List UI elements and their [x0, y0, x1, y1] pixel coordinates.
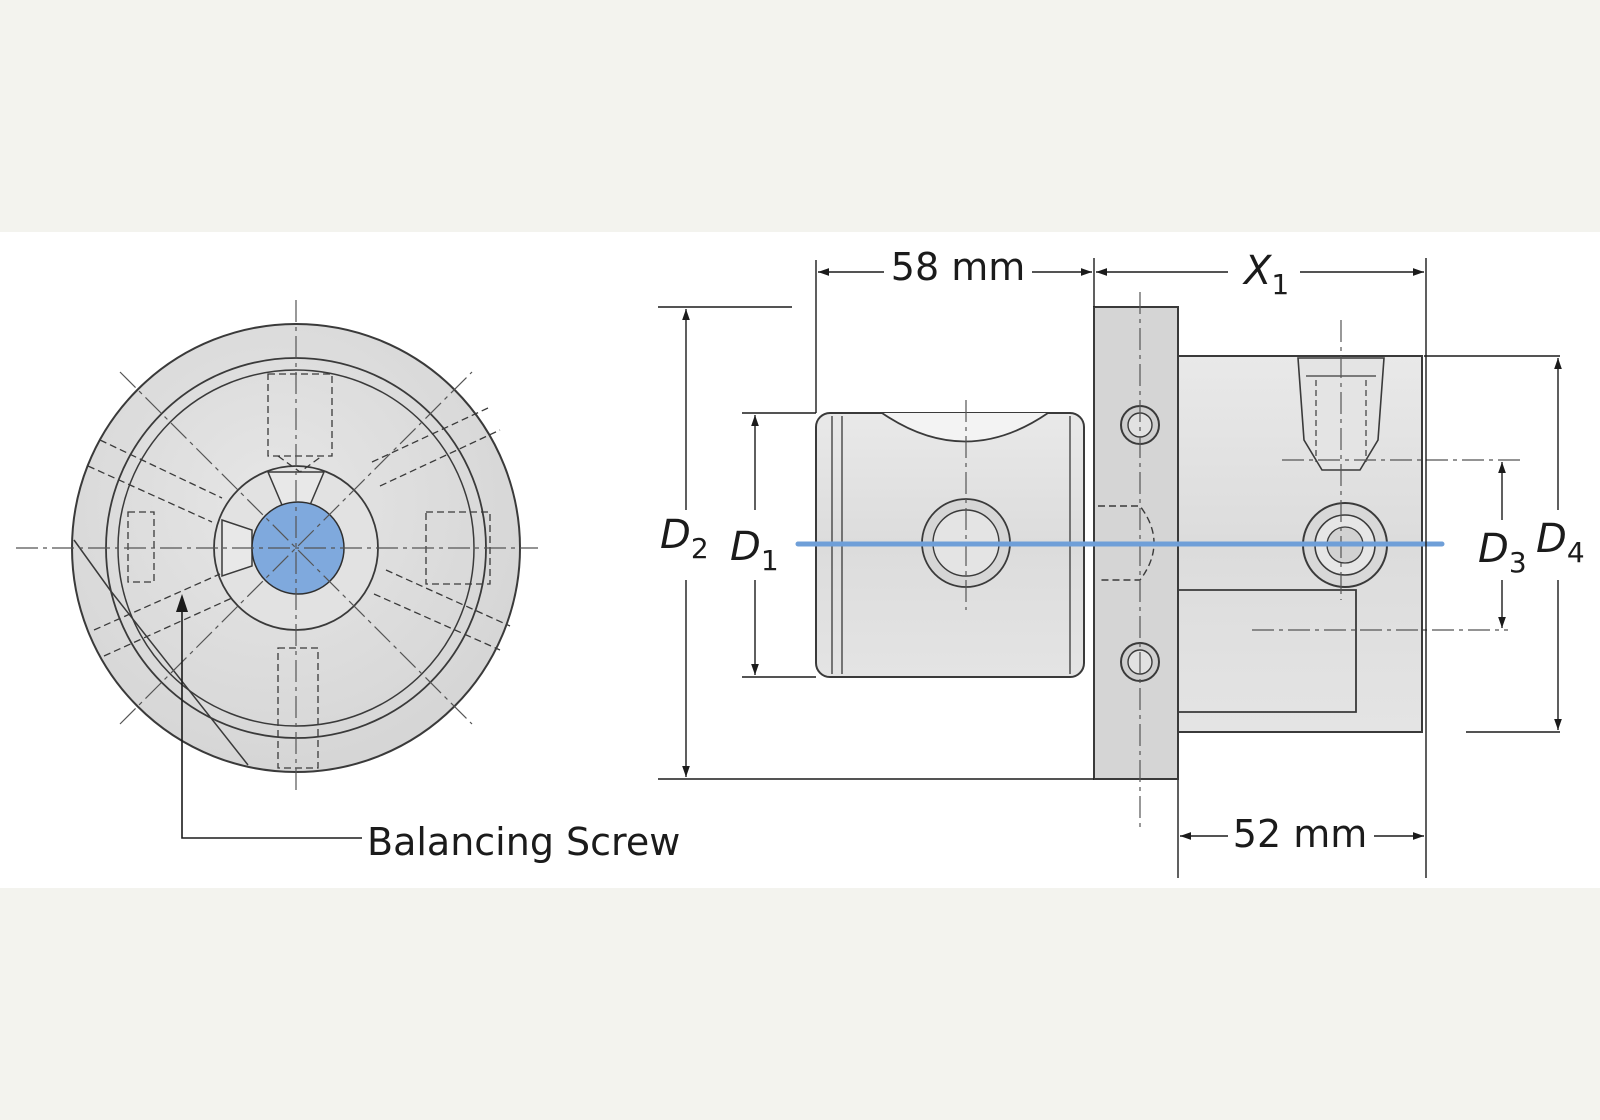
dim-d2-label: D2 — [660, 512, 709, 565]
diag-hole-lr — [373, 569, 511, 651]
dim-d4-label: D4 — [1536, 516, 1585, 569]
flat-cut — [73, 539, 249, 766]
bottom-screw-hidden — [277, 647, 319, 769]
dim-x1-label: X1 — [1242, 248, 1289, 301]
dim-58-label: 58 mm — [891, 245, 1025, 289]
dim-d1-label: D1 — [730, 524, 779, 577]
shank-scallop — [881, 412, 1049, 443]
front-centerlines — [16, 300, 538, 790]
balancing-screw-label: Balancing Screw — [367, 820, 680, 864]
balancing-screw-leader — [181, 608, 362, 839]
diag-hole-ll — [93, 573, 233, 657]
left-screw-hidden — [127, 511, 155, 583]
dimension-lines — [658, 258, 1562, 878]
diag-hole-ul — [87, 439, 223, 523]
side-centerlines — [965, 292, 1524, 828]
top-screw-hidden — [267, 373, 333, 457]
dim-d3-label: D3 — [1478, 526, 1527, 579]
balancing-screw-arrow — [176, 594, 188, 612]
diag-hole-ur — [371, 407, 501, 487]
front-view — [16, 300, 538, 839]
body-step — [1178, 589, 1357, 713]
dim-52-label: 52 mm — [1233, 812, 1367, 856]
